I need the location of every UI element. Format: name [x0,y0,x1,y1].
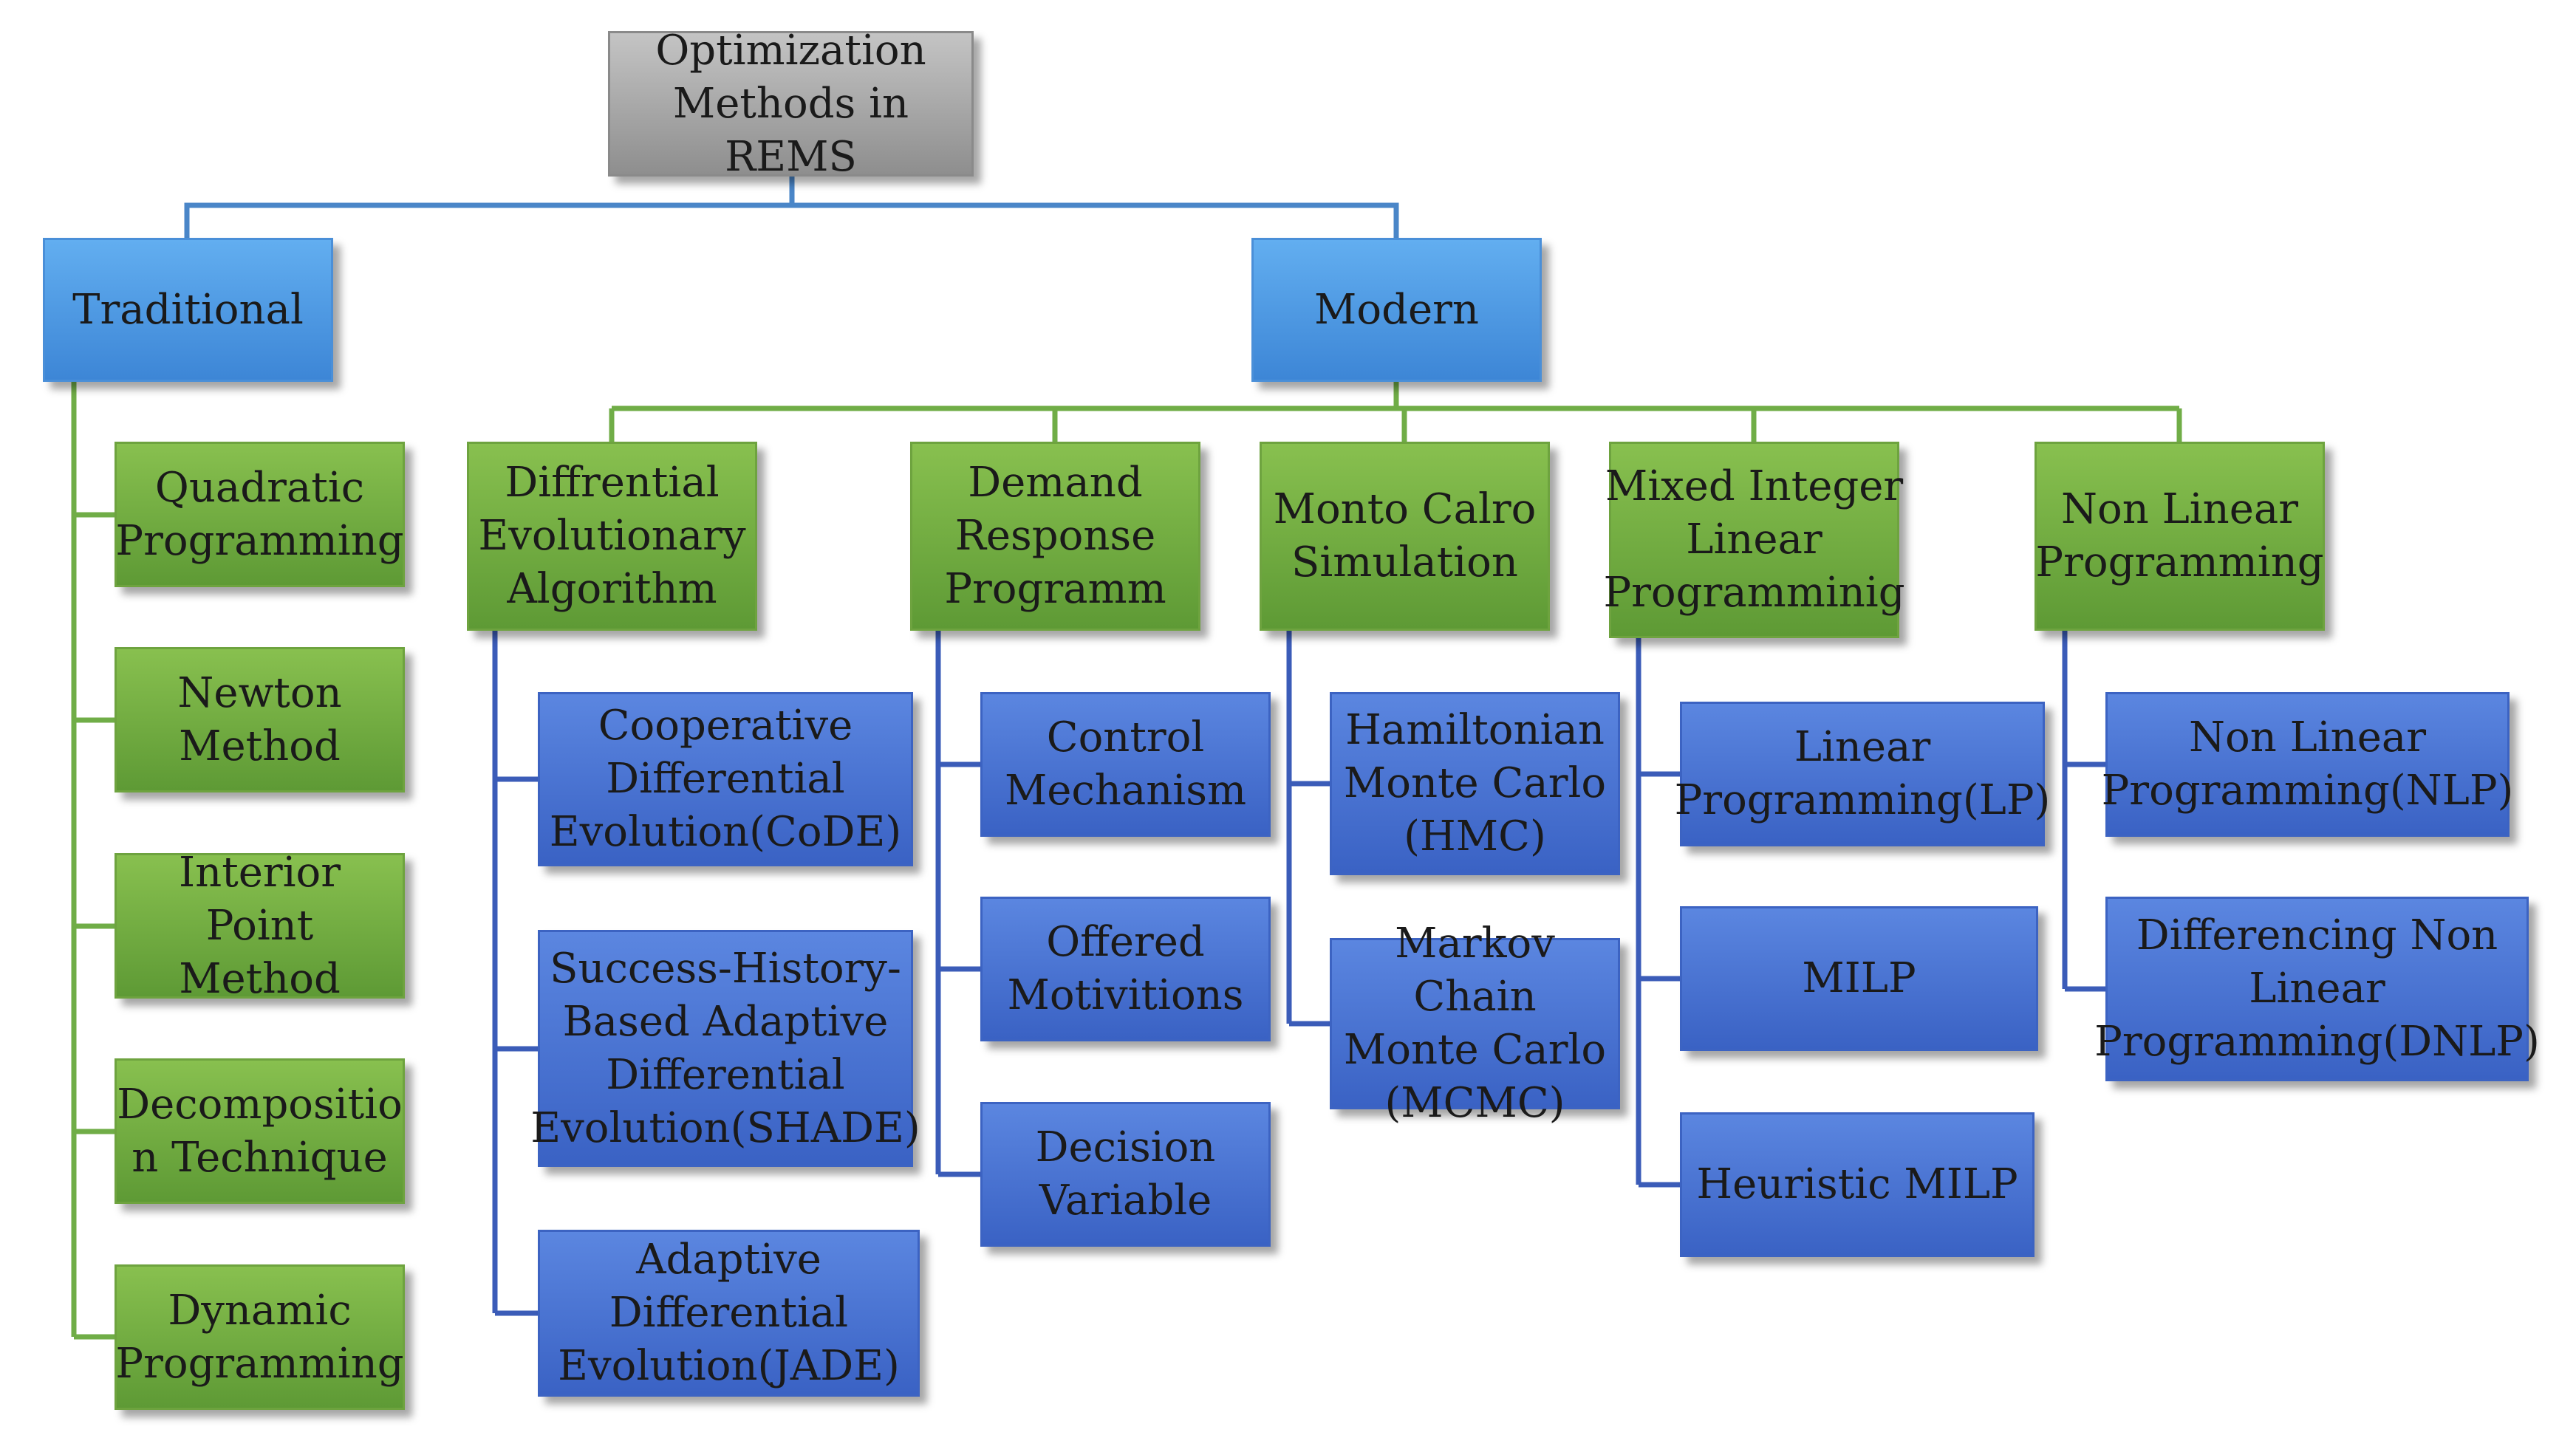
modern-label: Modern [1314,285,1479,334]
modern-branch-node: Mixed Integer Linear Programminig [1603,442,1905,638]
technique-node: Heuristic MILP [1680,1112,2035,1257]
technique-node: Markov Chain Monte Carlo (MCMC) [1330,920,1620,1127]
traditional-node: Traditional [43,238,333,382]
traditional-method-label: Decompositio n Technique [117,1080,403,1182]
technique-label: Markov Chain Monte Carlo (MCMC) [1343,920,1607,1127]
traditional-method-label: Interior Point Method [179,848,341,1003]
modern-branch-label: Monto Calro Simulation [1273,485,1537,586]
technique-label: Decision Variable [1035,1123,1216,1225]
modern-branch-node: Demand Response Programm [910,442,1200,631]
root-label: Optimization Methods in REMS [655,26,926,181]
technique-node: Non Linear Programming(NLP) [2102,692,2513,837]
traditional-method-label: Quadratic Programming [115,463,404,565]
traditional-method-label: Newton Method [177,668,342,770]
technique-label: Linear Programming(LP) [1674,723,2051,824]
modern-branch-label: Mixed Integer Linear Programminig [1603,462,1905,617]
modern-branch-node: Diffrential Evolutionary Algorithm [467,442,757,631]
technique-node: Linear Programming(LP) [1675,702,2050,846]
modern-branch-label: Demand Response Programm [944,459,1166,613]
root-node: Optimization Methods in REMS [608,27,974,181]
traditional-method-node: Newton Method [115,647,405,792]
technique-node: Decision Variable [980,1102,1271,1247]
technique-label: Differencing Non Linear Programming(DNLP… [2094,911,2540,1066]
technique-node: MILP [1680,906,2038,1051]
modern-branch-label: Diffrential Evolutionary Algorithm [478,459,746,613]
technique-node: Control Mechanism [980,692,1271,837]
technique-label: Control Mechanism [1004,713,1247,815]
traditional-label: Traditional [72,285,304,334]
technique-node: Adaptive Differential Evolution(JADE) [538,1230,920,1397]
technique-label: Non Linear Programming(NLP) [2101,713,2514,815]
modern-branch-label: Non Linear Programming [2035,485,2324,586]
modern-branch-node: Non Linear Programming [2035,442,2325,631]
technique-label: MILP [1802,954,1916,1002]
technique-label: Adaptive Differential Evolution(JADE) [558,1236,900,1390]
modern-branch-node: Monto Calro Simulation [1260,442,1550,631]
technique-label: Success-History- Based Adaptive Differen… [530,944,920,1152]
traditional-method-node: Interior Point Method [115,849,405,1003]
traditional-method-label: Dynamic Programming [115,1286,404,1388]
traditional-method-node: Dynamic Programming [115,1264,405,1410]
connector-line [184,202,1399,238]
traditional-method-node: Quadratic Programming [115,442,405,587]
technique-label: Heuristic MILP [1696,1160,2018,1208]
technique-node: Differencing Non Linear Programming(DNLP… [2094,897,2540,1081]
traditional-method-node: Decompositio n Technique [115,1058,405,1204]
technique-node: Offered Motivitions [980,897,1271,1041]
technique-node: Cooperative Differential Evolution(CoDE) [538,692,913,866]
technique-node: Hamiltonian Monte Carlo (HMC) [1330,692,1620,875]
technique-label: Hamiltonian Monte Carlo (HMC) [1343,706,1607,860]
technique-label: Offered Motivitions [1007,918,1244,1019]
technique-node: Success-History- Based Adaptive Differen… [530,930,920,1167]
technique-label: Cooperative Differential Evolution(CoDE) [549,702,902,856]
modern-node: Modern [1251,238,1542,382]
